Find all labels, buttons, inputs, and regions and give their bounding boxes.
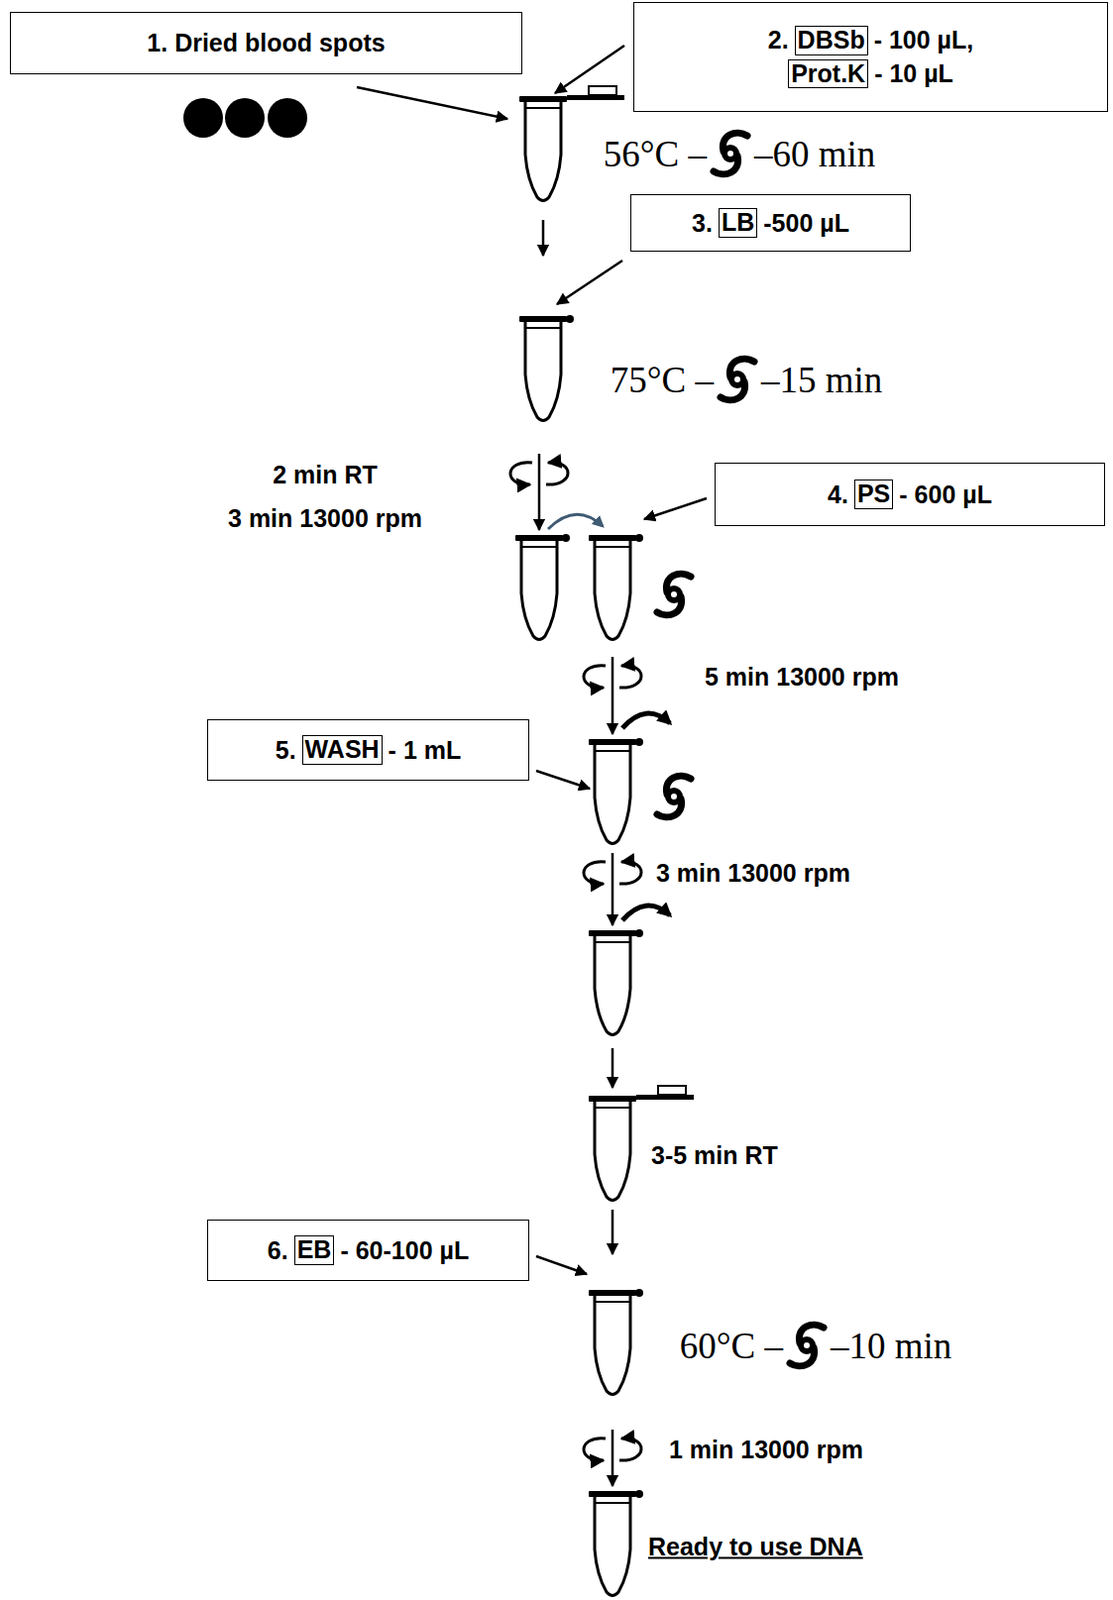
vortex-symbol	[720, 358, 755, 401]
reagent-name: WASH	[305, 735, 380, 764]
incubation-label: 56°C –	[603, 132, 707, 176]
step-box: 6. EB- 60-100 µL	[207, 1220, 530, 1282]
step-text: 3.	[691, 209, 713, 238]
text-row: 6. EB- 60-100 µL	[267, 1235, 469, 1266]
reagent-box: WASH	[302, 735, 383, 766]
step-text: - 100 µL,	[874, 25, 975, 55]
reagent-name: LB	[721, 208, 755, 236]
tube	[588, 1491, 637, 1597]
text-row: 1. Dried blood spots	[146, 28, 385, 58]
step-text: 5.	[275, 736, 297, 766]
tube-cap	[561, 534, 570, 543]
reagent-name: Prot.K	[790, 59, 866, 88]
blood-spot	[224, 98, 265, 138]
incubation-label: 60°C –	[679, 1325, 783, 1368]
transfer-arrow	[548, 514, 603, 530]
tube	[588, 1096, 637, 1202]
leader-arrow	[536, 1256, 587, 1275]
blood-spot	[183, 98, 223, 138]
step-text: 2.	[768, 25, 789, 55]
step-text: 4.	[827, 480, 849, 510]
tube	[519, 96, 567, 202]
tube	[588, 739, 637, 845]
down-arrow	[538, 453, 542, 531]
down-arrow	[611, 853, 615, 926]
step-note: 1 min 13000 rpm	[668, 1436, 864, 1465]
step-box: 1. Dried blood spots	[9, 11, 523, 75]
step-note: 3 min 13000 rpm	[227, 504, 423, 534]
incubation-label: –15 min	[761, 358, 883, 402]
reagent-name: PS	[857, 479, 891, 508]
tube-cap	[635, 738, 644, 747]
step-text: -500 µL	[763, 209, 850, 238]
tube-open-lid	[566, 86, 625, 101]
text-row: 2. DBSb - 100 µL,	[768, 25, 974, 56]
leader-arrow	[555, 45, 625, 94]
tube-cap	[635, 929, 644, 938]
tube-cap	[565, 315, 574, 324]
tube-open-lid	[636, 1086, 694, 1101]
step-text: 1. Dried blood spots	[146, 28, 385, 58]
text-row: 4. PS- 600 µL	[827, 479, 993, 510]
reagent-box: Prot.K	[787, 59, 869, 90]
step-text: - 600 µL	[898, 480, 993, 510]
step-note: 3-5 min RT	[651, 1141, 779, 1171]
step-note: 5 min 13000 rpm	[704, 663, 899, 692]
discard-arrow	[622, 905, 670, 921]
down-arrow	[611, 657, 615, 735]
blood-spot	[267, 98, 308, 138]
tube	[515, 535, 563, 641]
vortex-symbol	[789, 1325, 824, 1367]
step-note: Ready to use DNA	[648, 1533, 864, 1562]
reagent-name: DBSb	[797, 25, 866, 54]
reagent-box: PS	[854, 479, 893, 510]
incubation-label: –10 min	[830, 1325, 952, 1368]
vortex-symbol	[657, 573, 691, 616]
step-text: - 1 mL	[388, 736, 462, 766]
down-arrow	[611, 1430, 615, 1487]
leader-arrow	[356, 87, 508, 119]
reagent-box: EB	[294, 1235, 335, 1266]
tube	[588, 930, 637, 1036]
reagent-name: EB	[297, 1235, 333, 1264]
tube-cap	[635, 1490, 644, 1499]
leader-arrow	[644, 498, 707, 520]
step-note: 2 min RT	[272, 460, 378, 490]
vortex-symbol	[713, 132, 748, 175]
step-box: 2. DBSb - 100 µL, Prot.K - 10 µL	[633, 1, 1109, 112]
vortex-symbol	[657, 776, 691, 818]
discard-arrow	[622, 713, 670, 729]
step-note: 3 min 13000 rpm	[656, 859, 851, 889]
incubation-label: –60 min	[754, 132, 876, 176]
incubation-label: 75°C –	[610, 358, 714, 402]
leader-arrow	[556, 260, 623, 305]
step-box: 5. WASH - 1 mL	[207, 719, 530, 781]
step-text: - 60-100 µL	[339, 1236, 469, 1266]
tube	[588, 535, 637, 641]
step-text: 6.	[267, 1236, 289, 1266]
down-arrow	[611, 1048, 615, 1089]
down-arrow	[611, 1210, 615, 1255]
leader-arrow	[536, 771, 590, 789]
reagent-box: DBSb	[794, 25, 869, 56]
tube-cap	[635, 1289, 644, 1298]
text-row: 3. LB -500 µL	[691, 208, 850, 238]
text-row: Prot.K - 10 µL	[787, 59, 954, 90]
text-row: 5. WASH - 1 mL	[275, 735, 461, 766]
reagent-box: LB	[718, 208, 758, 238]
step-text: - 10 µL	[874, 59, 954, 89]
tube	[588, 1290, 637, 1396]
step-box: 3. LB -500 µL	[630, 194, 911, 252]
down-arrow	[542, 220, 546, 256]
tube	[519, 316, 567, 422]
step-box: 4. PS- 600 µL	[714, 462, 1106, 527]
tube-cap	[635, 534, 644, 543]
